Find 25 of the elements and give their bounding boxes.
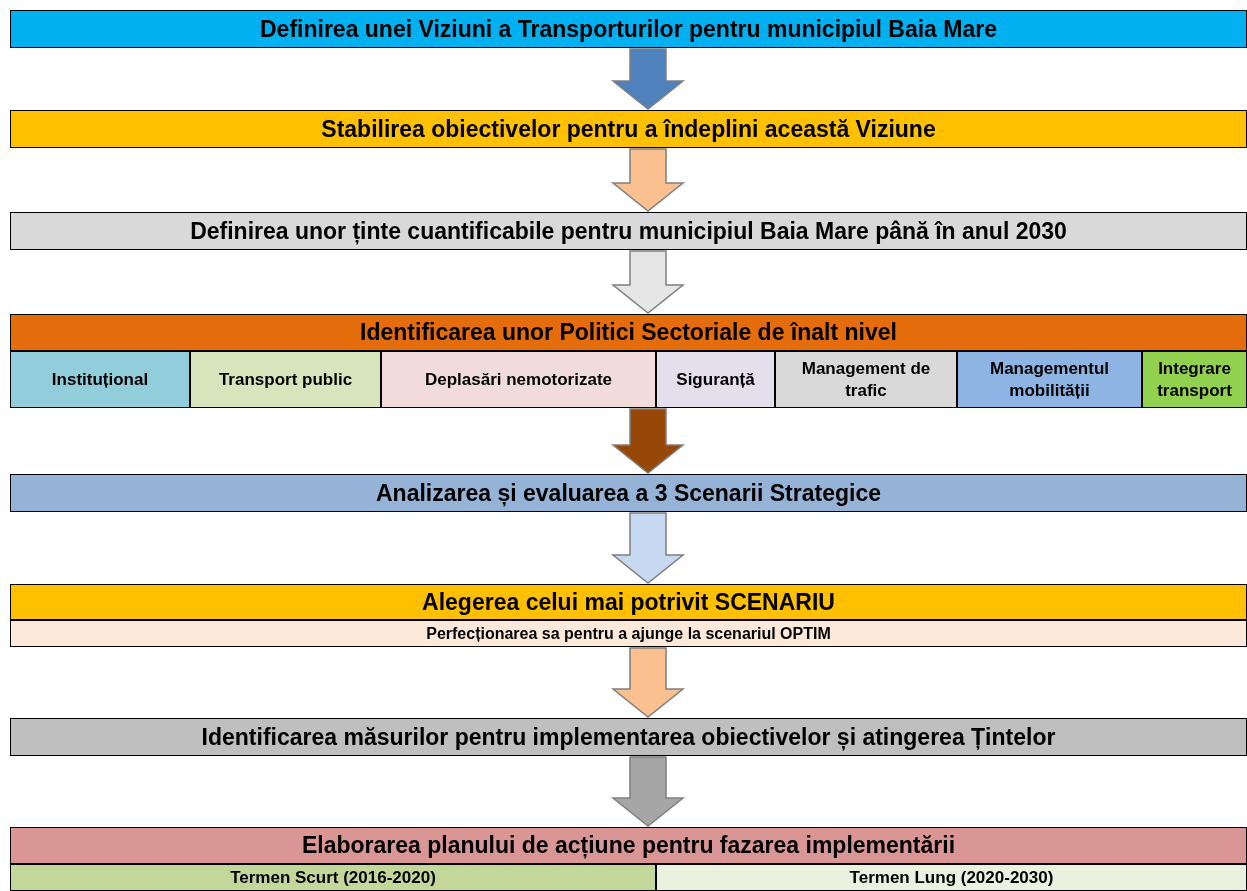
step-band: Stabilirea obiectivelor pentru a îndeplini această Viziune bbox=[10, 110, 1247, 148]
sector-cell: Managementul mobilității bbox=[957, 351, 1142, 408]
sector-cell: Deplasări nemotorizate bbox=[381, 351, 656, 408]
sector-cell: Management de trafic bbox=[775, 351, 957, 408]
block-arrow bbox=[610, 408, 686, 474]
sector-cell: Siguranță bbox=[656, 351, 775, 408]
block-arrow bbox=[610, 148, 686, 212]
block-arrow bbox=[610, 647, 686, 718]
substep-band: Perfecționarea sa pentru a ajunge la scenariul OPTIM bbox=[10, 620, 1247, 647]
step-band: Analizarea și evaluarea a 3 Scenarii Strategice bbox=[10, 474, 1247, 512]
block-arrow bbox=[610, 756, 686, 827]
sector-cell: Transport public bbox=[190, 351, 381, 408]
sector-cell: Integrare transport bbox=[1142, 351, 1247, 408]
term-cell: Termen Lung (2020-2030) bbox=[656, 864, 1247, 891]
step-band: Definirea unor ținte cuantificabile pentru municipiul Baia Mare până în anul 2030 bbox=[10, 212, 1247, 250]
term-cell: Termen Scurt (2016-2020) bbox=[10, 864, 656, 891]
block-arrow bbox=[610, 512, 686, 584]
title-band: Definirea unei Viziuni a Transporturilor pentru municipiul Baia Mare bbox=[10, 10, 1247, 48]
step-band: Identificarea unor Politici Sectoriale de înalt nivel bbox=[10, 314, 1247, 351]
step-band: Elaborarea planului de acțiune pentru fazarea implementării bbox=[10, 827, 1247, 864]
block-arrow bbox=[610, 250, 686, 314]
block-arrow bbox=[610, 48, 686, 110]
sector-cell: Instituțional bbox=[10, 351, 190, 408]
step-band: Alegerea celui mai potrivit SCENARIU bbox=[10, 584, 1247, 620]
step-band: Identificarea măsurilor pentru implementarea obiectivelor și atingerea Țintelor bbox=[10, 718, 1247, 756]
